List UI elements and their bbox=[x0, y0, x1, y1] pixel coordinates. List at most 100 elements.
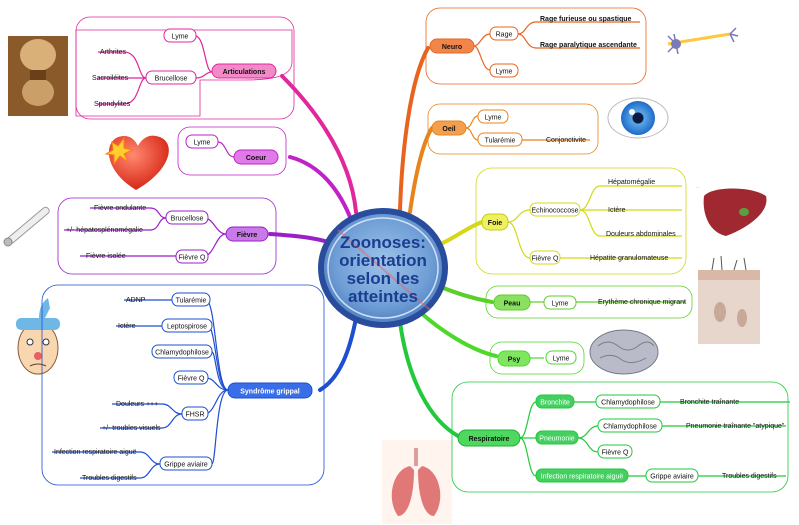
label-adnp: ADNP bbox=[126, 297, 146, 304]
branch-grippal: Syndrôme grippal Tularémie ADNP Leptospi… bbox=[41, 284, 325, 486]
node-grippal-chlamydophilose[interactable] bbox=[151, 344, 213, 359]
node-grippal-tularemie[interactable] bbox=[171, 292, 211, 307]
center-node: Zoonoses: orientation selon les atteinte… bbox=[318, 208, 448, 328]
label-grippal: Syndrôme grippal bbox=[240, 389, 300, 396]
node-oeil-lyme[interactable] bbox=[477, 109, 509, 124]
label-echinococcose: Echinococcose bbox=[531, 208, 578, 215]
node-grippal-fievre-q[interactable] bbox=[173, 370, 209, 385]
node-pneumonie[interactable] bbox=[535, 430, 579, 445]
liver-image: .... bbox=[696, 185, 767, 236]
center-line-2: orientation bbox=[339, 251, 427, 270]
center-line-4: atteintes bbox=[348, 287, 418, 306]
label-fievre: Fièvre bbox=[237, 232, 258, 239]
eye-icon bbox=[607, 97, 669, 139]
node-peau-lyme[interactable] bbox=[543, 295, 577, 310]
branch-fievre: Fièvre Brucellose Fièvre Q Fièvre ondula… bbox=[57, 197, 277, 275]
label-coeur: Coeur bbox=[246, 155, 267, 162]
label-art-brucellose: Brucellose bbox=[155, 76, 188, 83]
label-fievre-isolee: Fièvre isolée bbox=[86, 253, 126, 260]
node-leptospirose[interactable] bbox=[161, 318, 213, 333]
node-neuro[interactable] bbox=[429, 38, 475, 54]
label-foie: Foie bbox=[488, 220, 502, 227]
label-grippal-troubles-digestifs: Troubles digestifs bbox=[82, 475, 137, 482]
label-peau: Peau bbox=[504, 301, 521, 308]
label-foie-ictere: Ictère bbox=[608, 207, 626, 214]
node-respi-infection[interactable] bbox=[535, 468, 629, 483]
branch-psy: Psy Lyme bbox=[489, 341, 585, 375]
label-coeur-lyme: Lyme bbox=[194, 140, 211, 147]
label-respi-fievre-q: Fièvre Q bbox=[602, 450, 629, 457]
label-fievre-brucellose: Brucellose bbox=[171, 216, 204, 223]
label-grippal-chlamydophilose: Chlamydophilose bbox=[155, 350, 209, 357]
label-douleurs: Douleurs +++ bbox=[116, 401, 158, 408]
node-foie-fievre-q[interactable] bbox=[529, 250, 561, 265]
node-fievre[interactable] bbox=[225, 226, 269, 242]
node-fievre-q[interactable] bbox=[175, 249, 209, 264]
label-grippal-tularemie: Tularémie bbox=[176, 298, 207, 305]
label-art-lyme: Lyme bbox=[172, 34, 189, 41]
node-peau[interactable] bbox=[493, 294, 531, 311]
node-echinococcose[interactable] bbox=[529, 202, 581, 217]
label-oeil-lyme: Lyme bbox=[485, 115, 502, 122]
label-pneumonie: Pneumonie bbox=[539, 436, 575, 443]
label-respi-chlamydophilose-2: Chlamydophilose bbox=[603, 424, 657, 431]
node-coeur[interactable] bbox=[233, 149, 279, 165]
label-pneumonie-atypique: Pneumonie traînante "atypique" bbox=[686, 423, 785, 430]
label-fievre-q: Fièvre Q bbox=[179, 255, 206, 262]
node-respi-grippe-aviaire[interactable] bbox=[645, 468, 699, 483]
node-respiratoire[interactable] bbox=[457, 429, 521, 447]
label-grippal-grippe-aviaire: Grippe aviaire bbox=[164, 462, 208, 469]
node-psy-lyme[interactable] bbox=[545, 350, 577, 365]
node-coeur-lyme[interactable] bbox=[185, 134, 219, 149]
label-hepatosplenomegalie: +/- hépatosplénomégalie bbox=[66, 227, 143, 234]
node-fhsr[interactable] bbox=[181, 406, 209, 421]
label-respiratoire: Respiratoire bbox=[469, 436, 510, 443]
node-respi-fievre-q[interactable] bbox=[597, 444, 633, 459]
label-fievre-ondulante: Fièvre ondulante bbox=[94, 205, 146, 212]
knee-xray-image bbox=[8, 36, 68, 116]
node-fievre-brucellose[interactable] bbox=[165, 210, 209, 225]
node-bronchite[interactable] bbox=[535, 394, 575, 409]
label-spondylites: Spondylites bbox=[94, 101, 131, 108]
label-grippal-infection: Infection respiratoire aiguë bbox=[54, 449, 137, 456]
neuron-icon bbox=[667, 27, 739, 55]
node-oeil-tularemie[interactable] bbox=[477, 132, 523, 147]
branch-foie: Foie Echinococcose Hépatomégalie Ictère … bbox=[475, 167, 687, 275]
label-psy-lyme: Lyme bbox=[553, 356, 570, 363]
label-foie-fievre-q: Fièvre Q bbox=[532, 256, 559, 263]
label-oeil-tularemie: Tularémie bbox=[485, 138, 516, 145]
label-oeil: Oeil bbox=[442, 126, 455, 133]
label-rage-paralytique: Rage paralytique ascendante bbox=[540, 42, 637, 49]
node-psy[interactable] bbox=[497, 350, 531, 367]
label-arthrites: Arthrites bbox=[100, 49, 127, 56]
node-neuro-lyme[interactable] bbox=[489, 63, 519, 78]
label-hepatite: Hépatite granulomateuse bbox=[590, 255, 668, 262]
label-troubles-visuels: +/- troubles visuels bbox=[102, 425, 161, 432]
label-neuro-lyme: Lyme bbox=[496, 69, 513, 76]
node-rage[interactable] bbox=[489, 26, 519, 41]
branch-peau: Peau Lyme Erythème chronique migrant bbox=[485, 285, 693, 319]
branch-oeil: Oeil Lyme Tularémie Conjonctivite bbox=[427, 103, 599, 155]
label-erytheme: Erythème chronique migrant bbox=[598, 299, 686, 306]
node-art-lyme[interactable] bbox=[163, 28, 197, 43]
node-articulations[interactable] bbox=[211, 63, 277, 79]
node-grippal-grippe-aviaire[interactable] bbox=[159, 456, 213, 471]
label-respi-infection: Infection respiratoire aiguë bbox=[541, 474, 624, 481]
label-bronchite: Bronchite bbox=[540, 400, 570, 407]
node-art-brucellose[interactable] bbox=[145, 70, 197, 85]
center-line-1: Zoonoses: bbox=[340, 233, 426, 252]
node-oeil[interactable] bbox=[431, 120, 467, 136]
svg-text:....: .... bbox=[696, 185, 700, 189]
label-conjonctivite: Conjonctivite bbox=[546, 137, 586, 144]
label-leptospirose: Leptospirose bbox=[167, 324, 207, 331]
label-sacroiliites: Sacroiléites bbox=[92, 75, 129, 82]
node-respi-chlamydophilose-2[interactable] bbox=[597, 418, 663, 433]
label-respi-chlamydophilose-1: Chlamydophilose bbox=[601, 400, 655, 407]
node-respi-chlamydophilose-1[interactable] bbox=[595, 394, 661, 409]
node-grippal[interactable] bbox=[227, 382, 313, 399]
skin-section-image bbox=[698, 255, 760, 344]
thermometer-icon bbox=[3, 206, 50, 247]
branch-coeur: Lyme Coeur bbox=[177, 126, 287, 176]
node-foie[interactable] bbox=[481, 213, 509, 231]
